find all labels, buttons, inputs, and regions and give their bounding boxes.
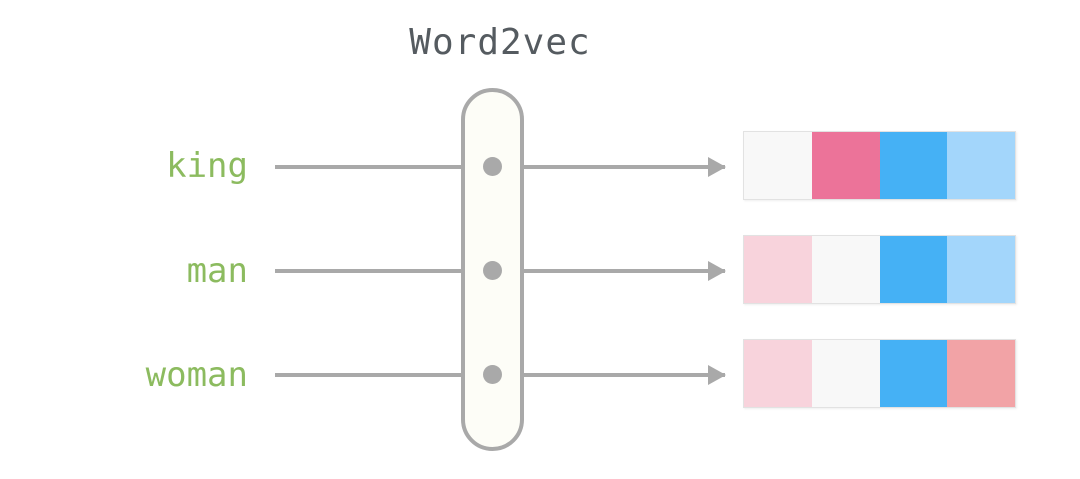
vector-cell [879,340,948,407]
node-dot-king [483,157,502,176]
node-dot-woman [483,365,502,384]
vector-cell [811,132,880,199]
vector-cell [879,132,948,199]
vector-cell [744,236,812,303]
vector-cell [744,340,812,407]
vector-cell [947,132,1015,199]
arrow-head-icon-king [708,157,726,177]
vector-cell [947,236,1015,303]
embedding-vector-man [743,235,1016,304]
word-label-king: king [166,146,248,186]
word-label-woman: woman [145,355,248,395]
vector-cell [811,236,880,303]
embedding-vector-woman [743,339,1016,408]
vector-cell [811,340,880,407]
arrow-head-icon-man [708,261,726,281]
word-label-man: man [186,251,248,291]
diagram-title: Word2vec [409,22,591,63]
vector-cell [744,132,812,199]
arrow-head-icon-woman [708,365,726,385]
vector-cell [879,236,948,303]
vector-cell [947,340,1015,407]
embedding-vector-king [743,131,1016,200]
node-dot-man [483,261,502,280]
